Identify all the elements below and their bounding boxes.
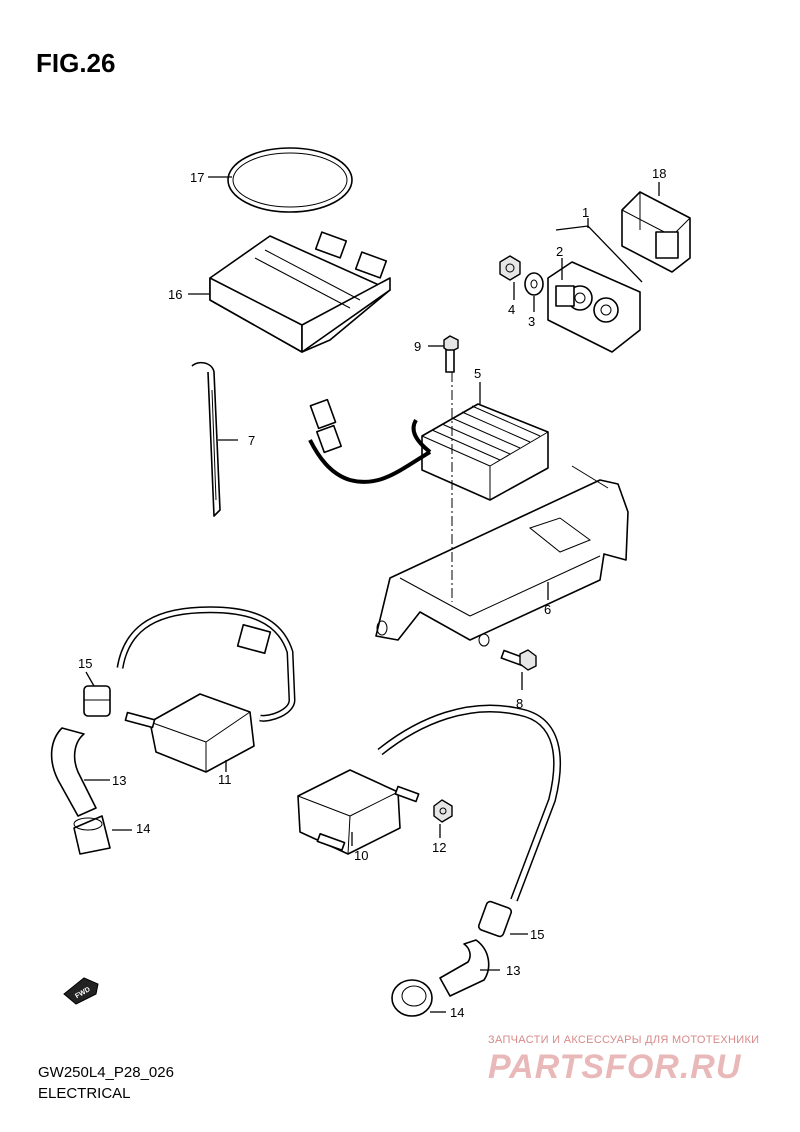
callout-3: 3 — [528, 314, 535, 329]
part-12-nut[interactable] — [433, 799, 453, 823]
callout-4: 4 — [508, 302, 515, 317]
callout-13-upper: 13 — [112, 773, 126, 788]
part-11-ignition-coil[interactable] — [116, 606, 296, 773]
callout-14-upper: 14 — [136, 821, 150, 836]
watermark-logo: PARTSFOR.RU — [488, 1048, 742, 1086]
callout-15-lower: 15 — [530, 927, 544, 942]
callout-18: 18 — [652, 166, 666, 181]
part-16-ecm-unit[interactable] — [209, 231, 391, 353]
fwd-arrow-icon: FWD — [63, 977, 99, 1005]
watermark-tagline: ЗАПЧАСТИ И АКСЕССУАРЫ ДЛЯ МОТОТЕХНИКИ — [488, 1034, 760, 1046]
callout-13-lower: 13 — [506, 963, 520, 978]
callout-14-lower: 14 — [450, 1005, 464, 1020]
part-14-cap-upper[interactable] — [73, 815, 111, 855]
part-8-bolt[interactable] — [500, 649, 537, 671]
diagram-code: GW250L4_P28_026 — [38, 1064, 174, 1081]
part-2-starter-relay[interactable] — [547, 261, 641, 353]
part-9-bolt[interactable] — [443, 335, 459, 373]
callout-17: 17 — [190, 170, 204, 185]
part-7-cable-tie[interactable] — [191, 361, 221, 517]
part-3-washer[interactable] — [524, 272, 544, 296]
callout-15-upper: 15 — [78, 656, 92, 671]
callout-5: 5 — [474, 366, 481, 381]
section-name: ELECTRICAL — [38, 1085, 131, 1102]
callout-2: 2 — [556, 244, 563, 259]
callout-9: 9 — [414, 339, 421, 354]
part-6-bracket[interactable] — [375, 465, 629, 647]
part-14-cap-lower[interactable] — [391, 979, 433, 1017]
part-15-plug-cap-lower[interactable] — [477, 900, 513, 938]
part-5-regulator-rectifier[interactable] — [308, 398, 549, 501]
callout-12: 12 — [432, 840, 446, 855]
figure-title: FIG.26 — [36, 48, 116, 78]
callout-8: 8 — [516, 696, 523, 711]
callout-7: 7 — [248, 433, 255, 448]
part-18-connector[interactable] — [621, 191, 691, 273]
part-13-boot-upper[interactable] — [50, 727, 97, 817]
part-13-boot-lower[interactable] — [439, 939, 490, 997]
callout-10: 10 — [354, 848, 368, 863]
part-15-plug-cap-upper[interactable] — [83, 685, 111, 717]
callout-11: 11 — [218, 772, 232, 787]
callout-6: 6 — [544, 602, 551, 617]
part-10-ignition-coil[interactable] — [297, 704, 562, 902]
callout-16: 16 — [168, 287, 182, 302]
part-17-gasket-ring[interactable] — [227, 147, 353, 213]
callout-1: 1 — [582, 205, 589, 220]
part-4-nut[interactable] — [499, 255, 521, 281]
